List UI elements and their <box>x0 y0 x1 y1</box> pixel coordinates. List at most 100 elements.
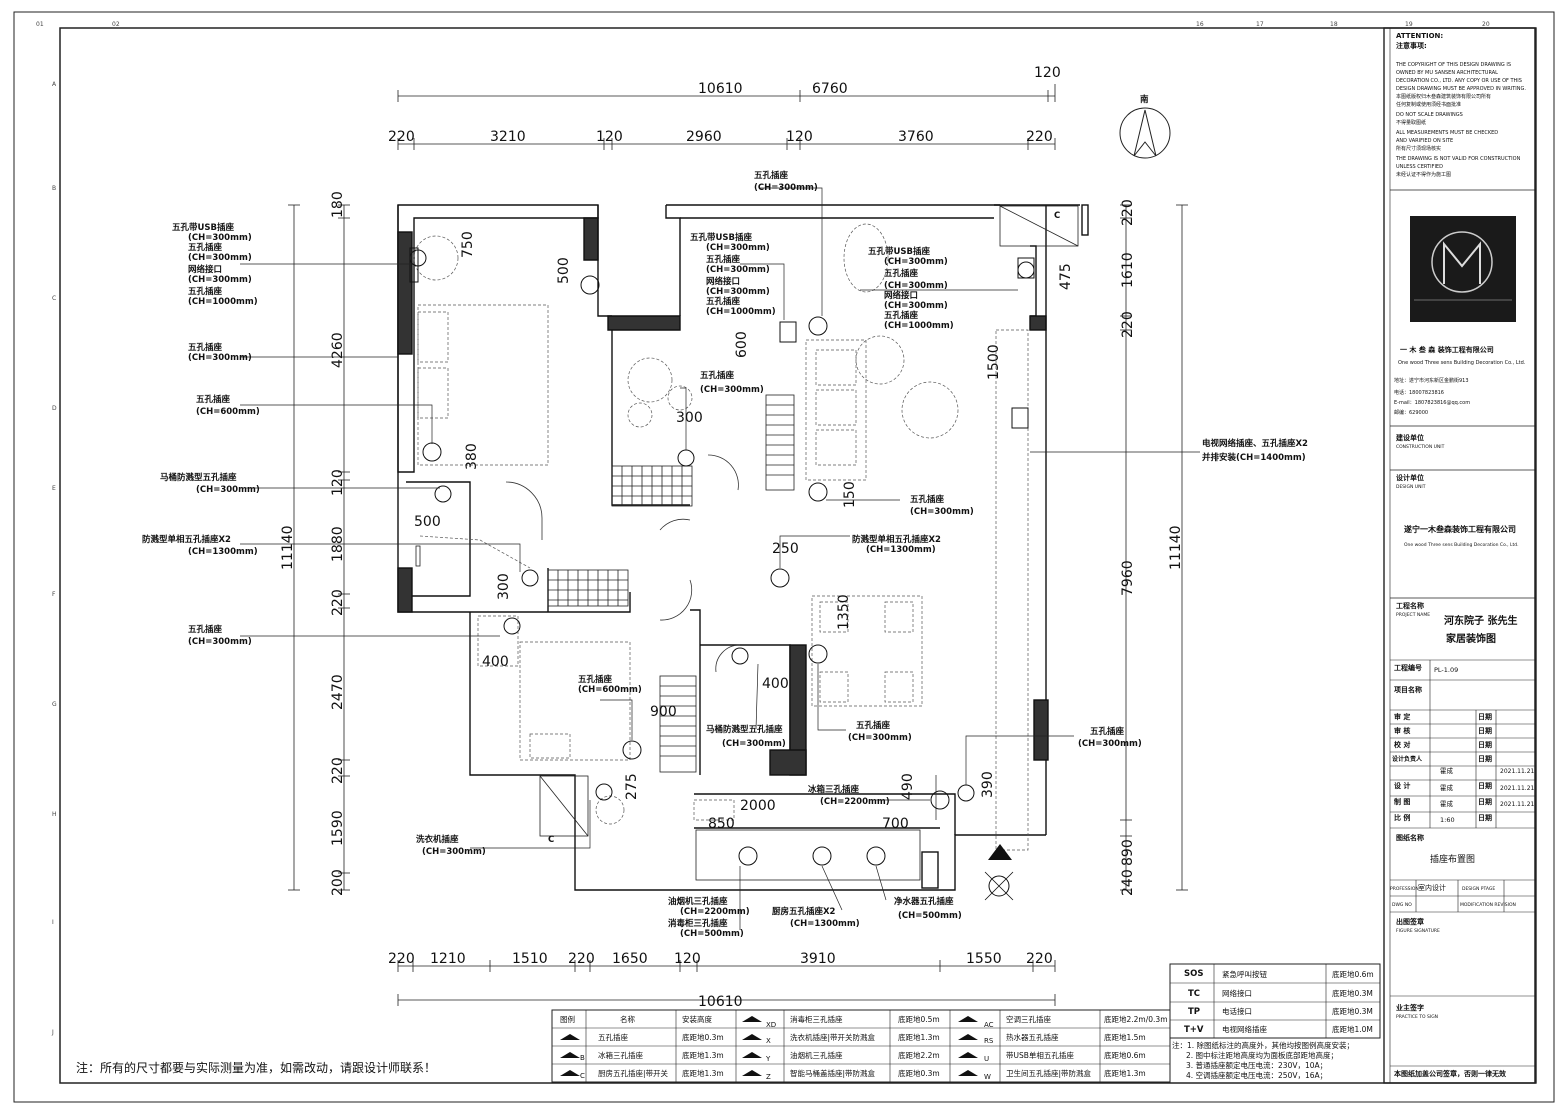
role-rows: 审 定 日期 审 核 日期 校 对 日期 设计负责人 霍成 日期 2021.11… <box>1392 712 1535 824</box>
svg-text:南: 南 <box>1140 94 1149 105</box>
svg-text:490: 490 <box>900 773 916 800</box>
svg-text:注意事项:: 注意事项: <box>1396 41 1427 50</box>
svg-text:H: H <box>52 811 57 818</box>
svg-text:日期: 日期 <box>1478 740 1492 749</box>
svg-text:J: J <box>51 1029 54 1036</box>
svg-text:(CH=300mm): (CH=300mm) <box>706 287 770 297</box>
svg-text:(CH=500mm): (CH=500mm) <box>898 911 962 921</box>
svg-text:校 对: 校 对 <box>1394 740 1410 749</box>
callout-9: 五孔带USB插座 (CH=300mm) 五孔插座 (CH=300mm) 网络接口… <box>690 232 776 317</box>
svg-text:10610: 10610 <box>698 81 743 97</box>
svg-text:11140: 11140 <box>1168 525 1184 570</box>
svg-text:底距地0.6m: 底距地0.6m <box>1332 969 1374 979</box>
svg-text:(CH=1300mm): (CH=1300mm) <box>188 547 258 557</box>
svg-text:底距地2.2m/0.3m: 底距地2.2m/0.3m <box>1104 1014 1168 1024</box>
svg-text:17: 17 <box>1256 21 1264 28</box>
svg-text:11140: 11140 <box>280 525 296 570</box>
svg-text:250: 250 <box>772 541 799 557</box>
svg-text:Z: Z <box>766 1073 771 1081</box>
svg-text:五孔插座: 五孔插座 <box>884 310 919 321</box>
svg-text:DESIGN DRAWING MUST BE APPROVE: DESIGN DRAWING MUST BE APPROVED IN WRITI… <box>1396 86 1526 92</box>
svg-text:带USB单相五孔插座: 带USB单相五孔插座 <box>1006 1050 1074 1060</box>
svg-text:120: 120 <box>674 951 701 967</box>
svg-text:一 木 叁 森 装饰工程有限公司: 一 木 叁 森 装饰工程有限公司 <box>1400 345 1494 354</box>
symbol-legend: SOS 紧急呼叫按钮 底距地0.6m TC 网络接口 底距地0.3M TP 电话… <box>1169 963 1381 1080</box>
inner-dimensions: 750 500 600 475 1500 300 380 500 300 150… <box>414 231 1074 832</box>
svg-text:150: 150 <box>842 481 858 508</box>
svg-text:(CH=300mm): (CH=300mm) <box>884 257 948 267</box>
svg-text:C: C <box>548 835 554 845</box>
svg-text:审 定: 审 定 <box>1394 712 1410 721</box>
svg-text:16: 16 <box>1196 21 1204 28</box>
dimension-lines <box>288 84 1188 1006</box>
svg-text:霍成: 霍成 <box>1440 799 1454 808</box>
svg-text:380: 380 <box>464 443 480 470</box>
svg-text:制 图: 制 图 <box>1394 797 1410 806</box>
svg-text:消毒柜三孔插座: 消毒柜三孔插座 <box>790 1014 843 1024</box>
svg-text:C: C <box>1054 211 1060 221</box>
svg-text:五孔插座: 五孔插座 <box>188 624 223 635</box>
svg-text:TP: TP <box>1188 1007 1200 1017</box>
svg-text:220: 220 <box>1120 199 1136 226</box>
svg-text:200: 200 <box>330 869 346 896</box>
svg-text:项目名称: 项目名称 <box>1394 685 1422 694</box>
svg-text:2960: 2960 <box>686 129 722 145</box>
svg-text:冰箱三孔插座: 冰箱三孔插座 <box>808 784 860 795</box>
svg-text:(CH=300mm): (CH=300mm) <box>196 485 260 495</box>
svg-text:(CH=300mm): (CH=300mm) <box>700 385 764 395</box>
attention-block: ATTENTION: 注意事项: THE COPYRIGHT OF THIS D… <box>1395 32 1526 178</box>
svg-text:比 例: 比 例 <box>1394 813 1410 822</box>
svg-text:冰箱三孔插座: 冰箱三孔插座 <box>598 1050 643 1060</box>
svg-text:XD: XD <box>766 1021 776 1029</box>
svg-text:1550: 1550 <box>966 951 1002 967</box>
svg-text:(CH=2200mm): (CH=2200mm) <box>820 797 890 807</box>
svg-text:1610: 1610 <box>1120 252 1136 288</box>
svg-text:(CH=300mm): (CH=300mm) <box>706 243 770 253</box>
svg-text:注：1. 除图纸标注的高度外，其他均按图例高度安装；: 注：1. 除图纸标注的高度外，其他均按图例高度安装； <box>1172 1040 1354 1050</box>
svg-text:地址：遂宁市河东新区金鹏街913: 地址：遂宁市河东新区金鹏街913 <box>1394 377 1469 384</box>
svg-text:名称: 名称 <box>620 1014 635 1024</box>
svg-text:五孔插座: 五孔插座 <box>706 254 741 265</box>
svg-text:220: 220 <box>1026 951 1053 967</box>
svg-text:审 核: 审 核 <box>1394 726 1410 735</box>
svg-text:120: 120 <box>596 129 623 145</box>
svg-text:MODIFICATION REVISION: MODIFICATION REVISION <box>1460 902 1516 908</box>
svg-text:底距地0.3m: 底距地0.3m <box>898 1068 940 1078</box>
svg-text:(CH=300mm): (CH=300mm) <box>884 301 948 311</box>
svg-text:(CH=1000mm): (CH=1000mm) <box>706 307 776 317</box>
svg-text:五孔插座: 五孔插座 <box>188 286 223 297</box>
svg-text:家居装饰图: 家居装饰图 <box>1446 632 1496 645</box>
svg-text:(CH=600mm): (CH=600mm) <box>196 407 260 417</box>
svg-text:890: 890 <box>1120 839 1136 866</box>
svg-text:五孔插座: 五孔插座 <box>706 296 741 307</box>
svg-text:(CH=300mm): (CH=300mm) <box>722 739 786 749</box>
svg-text:底距地1.3m: 底距地1.3m <box>682 1050 724 1060</box>
svg-text:One wood Three sens Building D: One wood Three sens Building Decoration … <box>1398 360 1526 366</box>
svg-text:01: 01 <box>36 21 44 28</box>
svg-text:02: 02 <box>112 21 120 28</box>
svg-text:1590: 1590 <box>330 810 346 846</box>
svg-text:(CH=600mm): (CH=600mm) <box>578 685 642 695</box>
dimension-labels: 10610 6760 120 220 3210 120 2960 120 376… <box>280 65 1184 1010</box>
svg-text:390: 390 <box>980 771 996 798</box>
svg-text:X: X <box>766 1037 771 1045</box>
svg-text:业主签字: 业主签字 <box>1396 1003 1424 1012</box>
svg-text:475: 475 <box>1058 263 1074 290</box>
svg-text:1510: 1510 <box>512 951 548 967</box>
svg-text:PROFESSION: PROFESSION <box>1390 886 1419 892</box>
inner-frame <box>59 27 1536 1084</box>
svg-text:850: 850 <box>708 816 735 832</box>
svg-text:DESIGN UNIT: DESIGN UNIT <box>1396 484 1426 490</box>
svg-text:E-mail：1807823816@qq.com: E-mail：1807823816@qq.com <box>1394 400 1470 406</box>
svg-text:PROJECT NAME: PROJECT NAME <box>1396 612 1430 618</box>
svg-text:I: I <box>52 919 54 926</box>
callout-1: 五孔带USB插座 (CH=300mm) 五孔插座 (CH=300mm) 网络接口… <box>172 222 258 307</box>
svg-text:3210: 3210 <box>490 129 526 145</box>
svg-text:DESIGN PTAGE: DESIGN PTAGE <box>1462 886 1495 892</box>
svg-text:网络接口: 网络接口 <box>188 264 222 275</box>
svg-text:五孔插座: 五孔插座 <box>754 170 789 181</box>
svg-text:五孔插座: 五孔插座 <box>910 494 945 505</box>
svg-text:紧急呼叫按钮: 紧急呼叫按钮 <box>1222 969 1267 979</box>
svg-text:网络接口: 网络接口 <box>1222 988 1252 998</box>
